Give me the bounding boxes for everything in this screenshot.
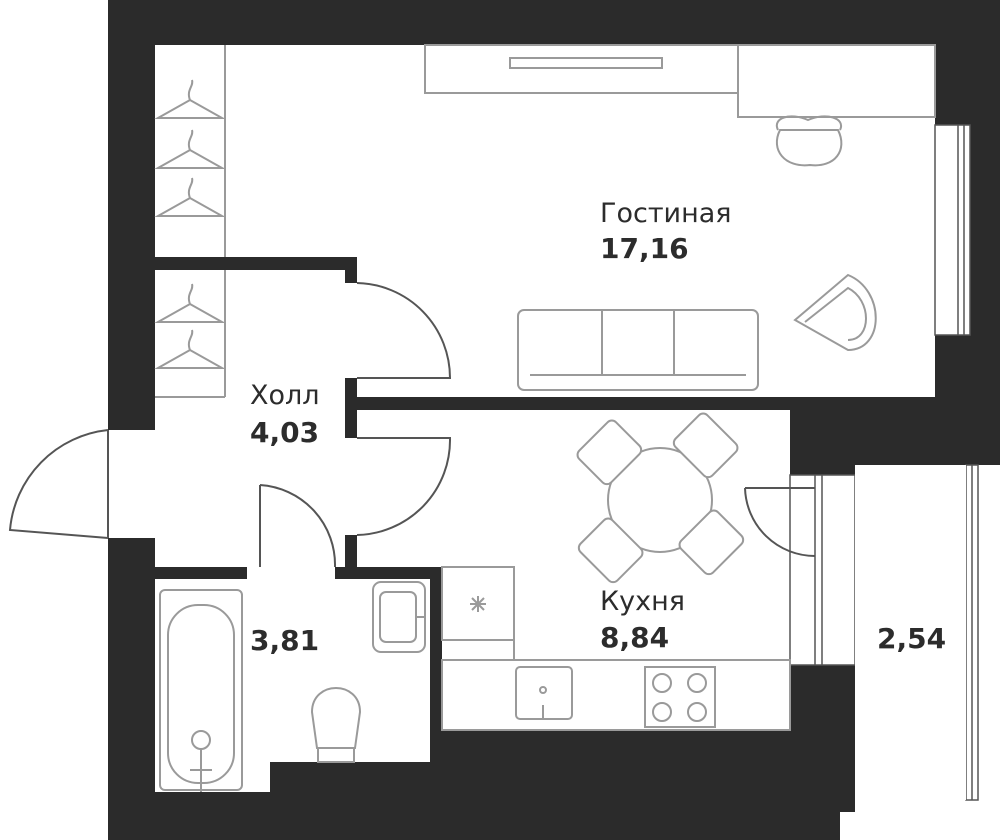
living-room-name: Гостиная xyxy=(600,198,732,229)
hall-area: 4,03 xyxy=(250,416,319,449)
hanger-icon xyxy=(154,283,226,323)
hall-kitchen-partition-lower xyxy=(345,535,357,577)
bathroom-kitchen-partition xyxy=(430,567,442,764)
dining-table xyxy=(607,447,713,553)
chair-icon xyxy=(678,509,745,576)
toilet-icon xyxy=(310,687,362,763)
windows xyxy=(789,124,979,801)
entrance-wall-left xyxy=(108,0,155,430)
bathtub-icon xyxy=(159,589,243,792)
balcony-door xyxy=(744,487,816,557)
balcony-area: 2,54 xyxy=(877,622,946,655)
bathroom-fixtures xyxy=(159,581,426,792)
chair-icon xyxy=(577,517,644,584)
armchair-icon xyxy=(793,273,877,352)
hall-north-wall xyxy=(155,257,355,270)
living-furniture xyxy=(424,44,936,391)
bathroom-north-wall-right xyxy=(335,567,442,579)
entrance-wall-lower xyxy=(108,538,155,840)
entrance-opening xyxy=(108,430,155,538)
room-labels: Гостиная 17,16 Холл 4,03 3,81 Кухня 8,84… xyxy=(250,198,946,657)
bottom-wall xyxy=(108,680,840,840)
living-east-wall-lower xyxy=(935,335,1000,465)
outer-wall xyxy=(108,0,1000,840)
walls xyxy=(108,0,1000,840)
bathroom-area: 3,81 xyxy=(250,624,319,657)
balcony-floor xyxy=(855,465,966,800)
kitchen-counter xyxy=(441,659,791,731)
hanger-icon xyxy=(154,177,226,217)
desk xyxy=(737,44,936,118)
hanger-icon xyxy=(154,79,226,119)
snowflake-icon xyxy=(470,596,486,612)
entrance-door xyxy=(8,429,109,539)
kitchen-name: Кухня xyxy=(600,586,685,617)
sofa xyxy=(517,309,759,391)
bathroom-north-wall xyxy=(155,567,247,579)
hall-name: Холл xyxy=(250,380,320,411)
desk-chair-icon xyxy=(775,115,843,167)
sink-icon xyxy=(372,581,426,653)
stove-icon xyxy=(644,666,716,728)
kitchen-door xyxy=(356,437,452,536)
sink-icon xyxy=(515,666,573,720)
chair-icon xyxy=(576,419,643,486)
kitchen-furniture xyxy=(441,412,791,731)
hanger-icon xyxy=(154,329,226,369)
tv-icon xyxy=(509,57,663,69)
bathroom-door xyxy=(259,484,337,568)
hanger-icon xyxy=(154,129,226,169)
living-room-area: 17,16 xyxy=(600,232,689,265)
hall-north-jamb xyxy=(345,257,357,283)
living-east-wall xyxy=(935,0,1000,125)
chair-icon xyxy=(672,412,739,479)
doors xyxy=(8,282,816,568)
living-door xyxy=(356,282,452,379)
kitchen-area: 8,84 xyxy=(600,621,669,654)
living-kitchen-wall xyxy=(357,397,935,410)
hall-kitchen-partition xyxy=(345,378,357,438)
wardrobe xyxy=(154,45,226,398)
